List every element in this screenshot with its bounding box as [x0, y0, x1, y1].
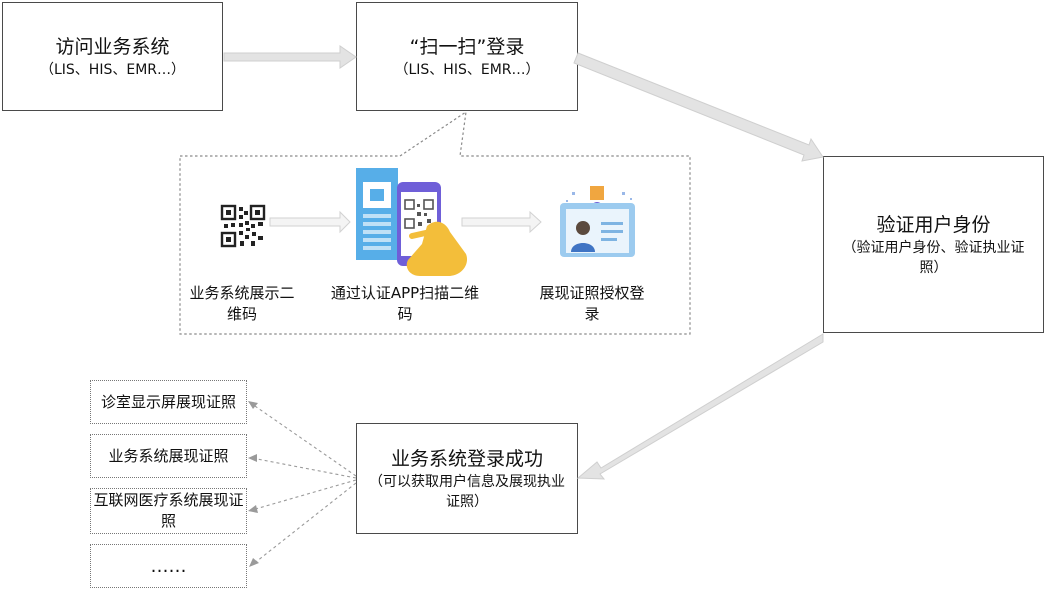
success-subtitle: （可以获取用户信息及展现执业证照）	[369, 473, 565, 510]
step-arrow-2	[461, 210, 542, 234]
success-title: 业务系统登录成功	[390, 447, 543, 470]
output-arrows	[251, 403, 357, 566]
output-more: ……	[90, 544, 247, 588]
step-arrow-1	[269, 210, 351, 234]
access-title: 访问业务系统	[55, 35, 170, 58]
verify-subtitle: （验证用户身份、验证执业证照）	[842, 239, 1025, 276]
output-arrowheads	[248, 401, 259, 567]
scan-subtitle: （LIS、HIS、EMR…）	[394, 61, 540, 78]
flow-arrow-scan-to-verify	[573, 52, 824, 162]
flow-arrow-verify-to-success	[576, 333, 824, 480]
id-badge-icon	[560, 186, 635, 257]
step-caption-show-cert: 展现证照授权登录	[539, 284, 645, 323]
output-clinic-display: 诊室显示屏展现证照	[90, 380, 247, 424]
flow-arrow-access-to-scan	[223, 45, 357, 69]
phone-scan-icon	[356, 168, 468, 276]
scan-title: “扫一扫”登录	[409, 35, 525, 58]
verify-title: 验证用户身份	[876, 213, 991, 236]
output-internet-medical: 互联网医疗系统展现证照	[90, 488, 247, 534]
output-business-system: 业务系统展现证照	[90, 434, 247, 478]
step-caption-show-qr: 业务系统展示二维码	[189, 284, 295, 323]
access-system-box: 访问业务系统 （LIS、HIS、EMR…）	[2, 2, 223, 111]
verify-identity-box: 验证用户身份 （验证用户身份、验证执业证照）	[823, 156, 1044, 333]
qr-code-icon	[220, 204, 266, 248]
step-caption-scan-app: 通过认证APP扫描二维码	[330, 284, 480, 323]
login-success-box: 业务系统登录成功 （可以获取用户信息及展现执业证照）	[356, 423, 578, 534]
access-subtitle: （LIS、HIS、EMR…）	[39, 61, 185, 78]
